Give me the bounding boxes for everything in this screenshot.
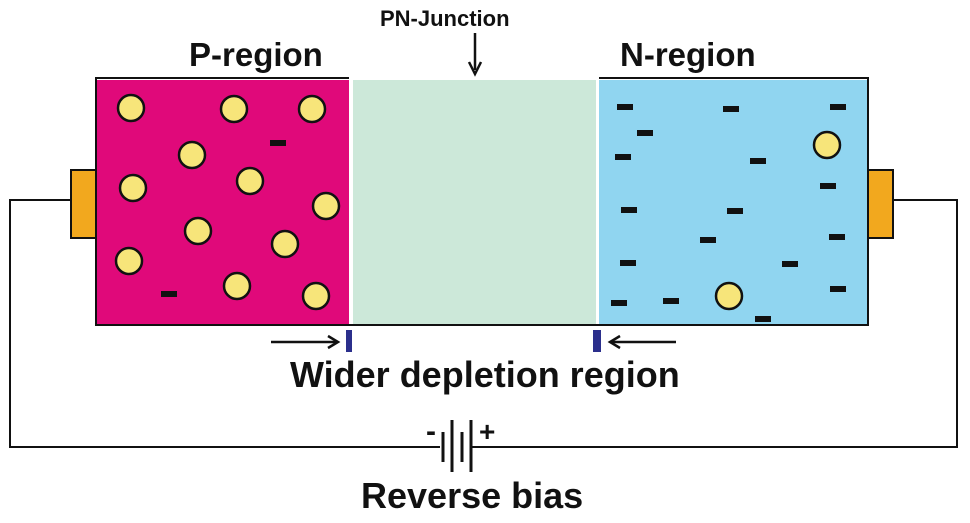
electron-carrier: [637, 130, 653, 136]
pn-junction-label: PN-Junction: [380, 6, 510, 31]
hole-carrier: [183, 216, 213, 246]
hole-carrier: [812, 130, 842, 160]
hole-carrier: [270, 229, 300, 259]
battery-negative-label: -: [426, 415, 436, 448]
electron-carrier: [617, 104, 633, 110]
reverse-bias-label: Reverse bias: [361, 475, 584, 516]
electron-carrier: [723, 106, 739, 112]
hole-carrier: [219, 94, 249, 124]
hole-carrier: [714, 281, 744, 311]
hole-carrier: [235, 166, 265, 196]
hole-carrier: [116, 93, 146, 123]
electron-carrier: [727, 208, 743, 214]
hole-carrier: [222, 271, 252, 301]
left-terminal: [70, 169, 97, 239]
battery-symbol: [441, 420, 473, 472]
electron-carrier: [161, 291, 177, 297]
hole-carrier: [311, 191, 341, 221]
electron-carrier: [782, 261, 798, 267]
circuit-wire: [9, 199, 958, 448]
n-holes: [714, 130, 842, 311]
hole-carrier: [177, 140, 207, 170]
right-terminal: [867, 169, 894, 239]
electron-carrier: [750, 158, 766, 164]
device-outline: [95, 77, 869, 326]
n-region-label: N-region: [620, 36, 756, 73]
electron-carrier: [663, 298, 679, 304]
depletion-region-label: Wider depletion region: [290, 354, 680, 395]
depletion-arrow-left: [271, 334, 341, 350]
n-electrons: [611, 104, 846, 322]
hole-carrier: [114, 246, 144, 276]
junction-arrow: [467, 33, 483, 77]
depletion-edge-left: [346, 330, 352, 352]
p-electrons: [161, 140, 286, 297]
electron-carrier: [829, 234, 845, 240]
p-region-label: P-region: [189, 36, 323, 73]
electron-carrier: [270, 140, 286, 146]
hole-carrier: [297, 94, 327, 124]
depletion-arrow-right: [607, 334, 676, 350]
electron-carrier: [700, 237, 716, 243]
electron-carrier: [820, 183, 836, 189]
electron-carrier: [611, 300, 627, 306]
depletion-region: [353, 80, 596, 325]
electron-carrier: [621, 207, 637, 213]
electron-carrier: [755, 316, 771, 322]
electron-carrier: [615, 154, 631, 160]
hole-carrier: [118, 173, 148, 203]
hole-carrier: [301, 281, 331, 311]
battery-positive-label: +: [479, 416, 496, 447]
electron-carrier: [830, 286, 846, 292]
electron-carrier: [620, 260, 636, 266]
p-holes: [114, 93, 341, 311]
electron-carrier: [830, 104, 846, 110]
depletion-edge-right: [593, 330, 601, 352]
